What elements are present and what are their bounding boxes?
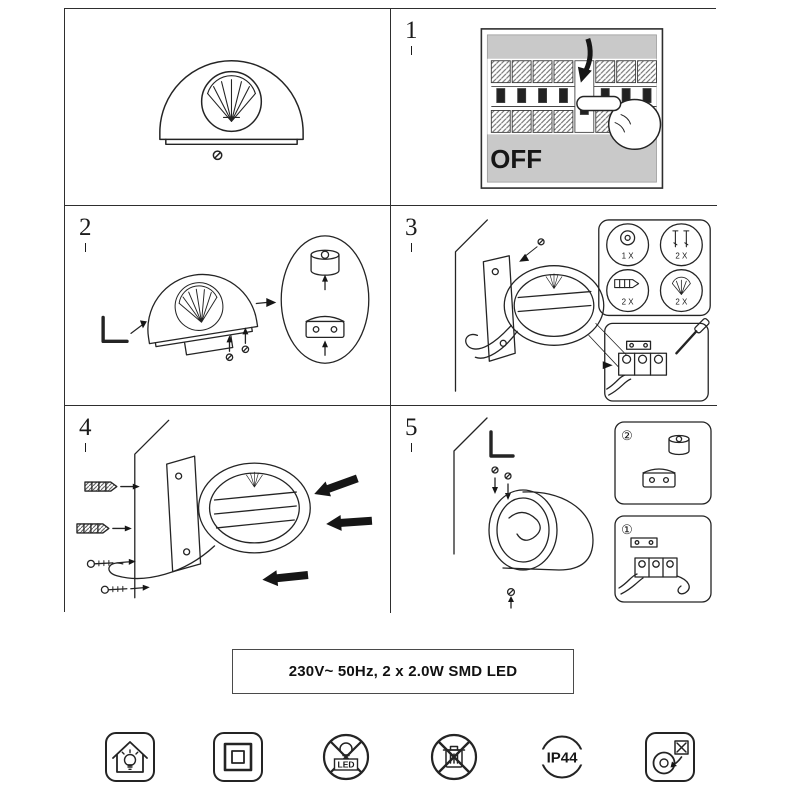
wall-edge [134, 419, 170, 599]
screw-with-arrow [519, 238, 545, 262]
detail-pointer-arrow [255, 298, 277, 307]
mounting-screw [100, 584, 150, 594]
set-screw-icon [212, 150, 223, 161]
part-count: 2 X [675, 298, 688, 307]
mounting-ring [503, 265, 605, 346]
power-off-illustration: OFF [480, 28, 664, 189]
part-wall-plug [614, 279, 640, 289]
panel-product-view [65, 9, 391, 206]
small-screw [225, 353, 234, 362]
crossed-part-glyph [674, 740, 689, 755]
cable-grommet [310, 249, 340, 276]
spec-text: 230V~ 50Hz, 2 x 2.0W SMD LED [288, 663, 518, 680]
detail-circle [280, 235, 370, 364]
step-number-5: 5 [405, 415, 418, 452]
panel-step-3: 3 [391, 206, 717, 406]
screwdriver-icon [675, 318, 710, 355]
lamp-base [165, 138, 298, 146]
callout-box-2: ② [614, 421, 712, 505]
cable-grommet [668, 434, 690, 456]
led-not-replaceable-icon: LED [322, 733, 370, 781]
wall-plug [84, 481, 140, 492]
part-count: 1 X [622, 252, 635, 261]
step-number-3: 3 [405, 215, 418, 252]
step-number-2: 2 [79, 215, 92, 252]
mounting-illustration [76, 419, 373, 599]
cable [108, 545, 216, 580]
house-bulb-icon [105, 732, 155, 782]
parts-list-box: 1 X 2 X 2 X 2 X [598, 219, 711, 317]
lamp-dome [159, 59, 304, 141]
mounting-ring [197, 462, 311, 554]
down-arrow [505, 483, 511, 500]
callout-box-1: ① [614, 515, 712, 603]
crossed-waste-bin-icon [430, 733, 478, 781]
replace-light-source-icon [645, 732, 695, 782]
small-screw [506, 587, 516, 597]
step-number-1: 1 [405, 18, 418, 55]
small-screw [241, 345, 250, 354]
mounting-screw [86, 558, 136, 568]
panel-step-4: 4 [65, 406, 391, 613]
down-arrow [577, 38, 593, 83]
disassembly-illustration [101, 235, 370, 364]
small-screw [491, 466, 499, 474]
circuit-breakers [490, 60, 657, 133]
wires [465, 324, 518, 359]
pointing-hand [576, 95, 662, 151]
step-number-1-text: 1 [405, 17, 418, 44]
up-arrow [508, 596, 514, 609]
panel-step-2: 2 [65, 206, 391, 406]
bold-arrow [326, 514, 373, 531]
step-number-3-text: 3 [405, 214, 418, 241]
up-arrow [242, 327, 249, 344]
product-illustration [159, 59, 304, 161]
shell-emblem [200, 70, 263, 133]
terminal-detail-box [602, 318, 710, 402]
allen-key-icon [489, 430, 515, 458]
bulb-glyph [121, 749, 139, 770]
step-number-4-text: 4 [79, 414, 92, 441]
up-arrow [322, 340, 328, 356]
part-count: 2 X [675, 252, 688, 261]
up-arrow [226, 335, 233, 352]
cable-clamp [305, 315, 345, 338]
small-screw [504, 472, 512, 480]
shell-emblem [174, 282, 224, 331]
part-screws [672, 230, 690, 248]
step-number-4: 4 [79, 415, 92, 452]
step-number-2-text: 2 [79, 214, 92, 241]
class-ii-insulation-icon [213, 732, 263, 782]
up-arrow [322, 274, 328, 291]
reassembly-illustration: ② ① [453, 417, 712, 609]
panel-grid: 1 [64, 8, 717, 613]
spec-box: 230V~ 50Hz, 2 x 2.0W SMD LED [232, 649, 574, 694]
panel-step-5: 5 [391, 406, 717, 613]
cable-clamp [642, 468, 676, 488]
part-count: 2 X [622, 298, 635, 307]
step-number-5-text: 5 [405, 414, 418, 441]
off-label: OFF [490, 146, 542, 174]
callout-label-1: ① [621, 522, 633, 537]
callout-label-2: ② [621, 428, 633, 443]
mounting-plate [166, 455, 202, 573]
wall-edge [453, 417, 488, 555]
wall-edge [454, 219, 488, 392]
lamp-body [147, 273, 259, 356]
panel-step-1: 1 [391, 9, 717, 206]
ip44-label: IP44 [547, 750, 579, 767]
bold-arrow [314, 474, 359, 497]
part-shell-cover [672, 276, 691, 295]
allen-key-icon [101, 315, 147, 344]
led-label: LED [338, 760, 355, 770]
ip44-rating-icon: IP44 [538, 735, 586, 779]
wiring-illustration: 1 X 2 X 2 X 2 X [454, 219, 711, 402]
lamp-body [488, 489, 594, 571]
bold-arrow [262, 570, 309, 587]
part-grommet [620, 230, 636, 246]
down-arrow [492, 477, 498, 494]
footer-icon-row: LED IP44 [0, 731, 800, 783]
wall-plug [76, 523, 132, 534]
